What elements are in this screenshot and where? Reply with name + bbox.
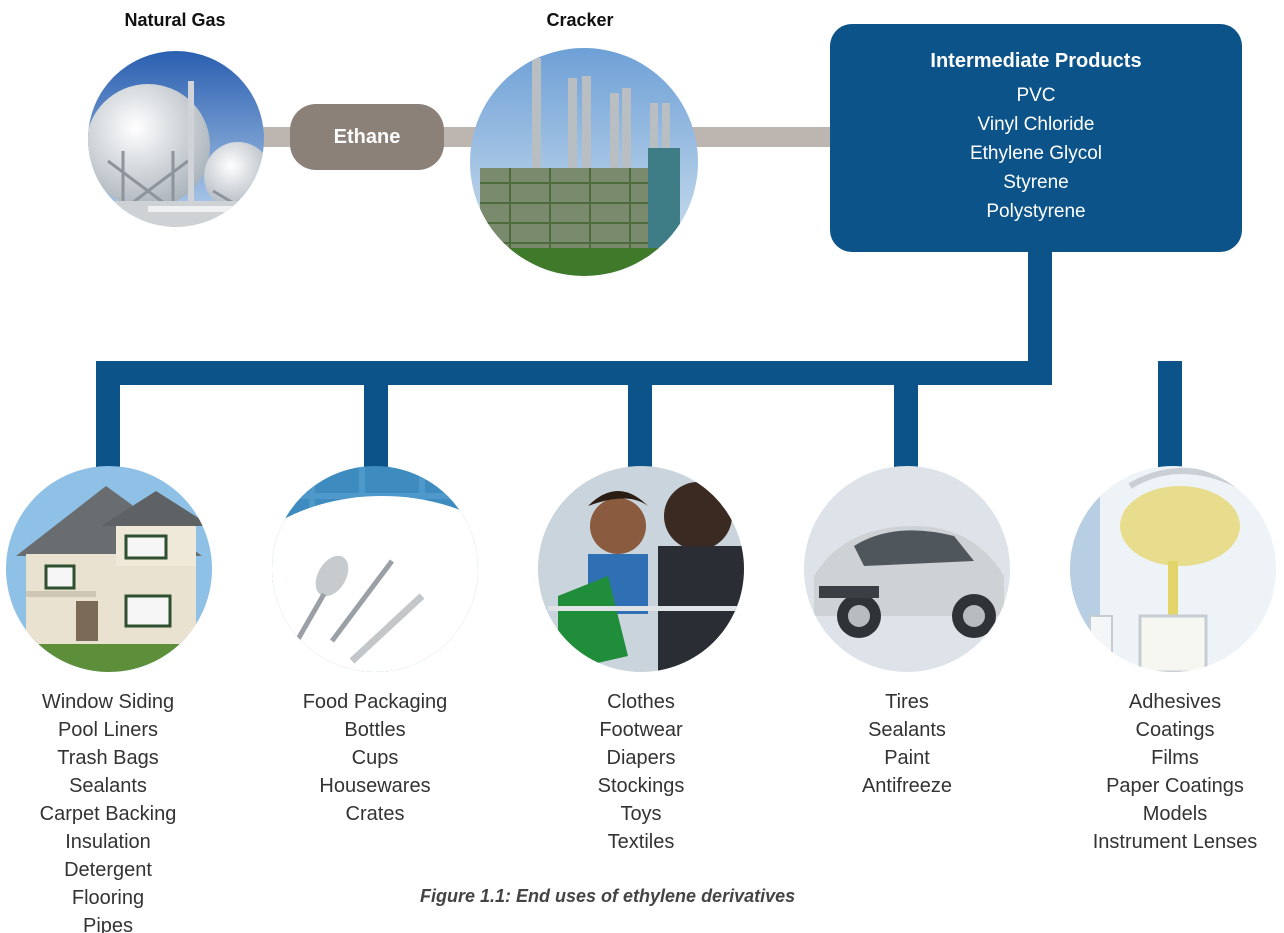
cracker-label: Cracker: [546, 10, 614, 30]
end-use-item: Trash Bags: [57, 747, 159, 769]
end-use-item: Models: [1142, 803, 1208, 825]
end-use-item: Food Packaging: [302, 691, 448, 713]
end-use-item: Crates: [345, 803, 405, 825]
connector-drop-3: [628, 361, 652, 471]
connector-gas-ethane: [255, 127, 295, 147]
end-use-item: Coatings: [1135, 719, 1215, 741]
end-use-item: Flooring: [71, 887, 145, 909]
end-use-item: Pipes: [82, 915, 134, 933]
end-use-item: Pool Liners: [57, 719, 159, 741]
end-use-item: Sealants: [69, 775, 147, 797]
plate-cutlery-icon: [272, 466, 478, 672]
end-use-item: Textiles: [607, 831, 675, 853]
connector-intermediate-down: [1028, 250, 1052, 380]
end-use-item: Window Siding: [41, 691, 175, 713]
end-use-item: Diapers: [606, 747, 676, 769]
end-use-item: Insulation: [65, 831, 151, 853]
connector-horizontal-bar: [96, 361, 1052, 385]
intermediate-item: PVC: [1016, 85, 1056, 106]
end-use-item: Toys: [620, 803, 662, 825]
house-icon: [6, 466, 212, 672]
connector-drop-5: [1158, 361, 1182, 471]
intermediate-products-title: Intermediate Products: [930, 50, 1142, 72]
connector-drop-2: [364, 361, 388, 471]
intermediate-item: Vinyl Chloride: [977, 114, 1095, 135]
end-use-item: Housewares: [319, 775, 431, 797]
end-use-item: Adhesives: [1128, 691, 1222, 713]
connector-ethane-cracker: [440, 127, 480, 147]
intermediate-item: Ethylene Glycol: [969, 143, 1102, 164]
intermediate-products-box: Intermediate Products PVC Vinyl Chloride…: [830, 24, 1242, 252]
end-use-item: Cups: [351, 747, 399, 769]
connector-drop-1: [96, 361, 120, 471]
end-use-list-3: Clothes Footwear Diapers Stockings Toys …: [538, 688, 744, 856]
end-use-item: Paper Coatings: [1106, 775, 1244, 797]
intermediate-item: Polystyrene: [986, 201, 1086, 222]
end-use-item: Detergent: [64, 859, 152, 881]
connector-cracker-intermediate: [690, 127, 835, 147]
end-use-item: Carpet Backing: [39, 803, 177, 825]
end-use-item: Bottles: [344, 719, 406, 741]
end-use-item: Instrument Lenses: [1092, 831, 1258, 853]
ethane-node: Ethane: [290, 104, 444, 170]
end-use-item: Antifreeze: [861, 775, 953, 797]
natural-gas-tanks-icon: [88, 51, 264, 227]
family-clothes-icon: [538, 466, 744, 672]
end-use-item: Footwear: [599, 719, 683, 741]
end-use-item: Tires: [885, 691, 929, 713]
cracker-plant-icon: [470, 48, 698, 276]
end-use-list-1: Window Siding Pool Liners Trash Bags Sea…: [4, 688, 212, 933]
intermediate-item: Styrene: [1003, 172, 1069, 193]
figure-caption: Figure 1.1: End uses of ethylene derivat…: [420, 886, 796, 906]
end-use-item: Sealants: [868, 719, 946, 741]
end-use-item: Films: [1151, 747, 1199, 769]
end-use-item: Stockings: [597, 775, 685, 797]
end-use-item: Paint: [884, 747, 930, 769]
connector-drop-4: [894, 361, 918, 471]
liquid-pour-icon: [1070, 466, 1276, 672]
end-use-list-5: Adhesives Coatings Films Paper Coatings …: [1070, 688, 1280, 856]
car-icon: [804, 466, 1010, 672]
end-use-list-4: Tires Sealants Paint Antifreeze: [804, 688, 1010, 800]
natural-gas-label: Natural Gas: [124, 10, 226, 30]
end-use-list-2: Food Packaging Bottles Cups Housewares C…: [272, 688, 478, 828]
intermediate-products-list: PVC Vinyl Chloride Ethylene Glycol Styre…: [830, 81, 1242, 226]
end-use-item: Clothes: [607, 691, 675, 713]
